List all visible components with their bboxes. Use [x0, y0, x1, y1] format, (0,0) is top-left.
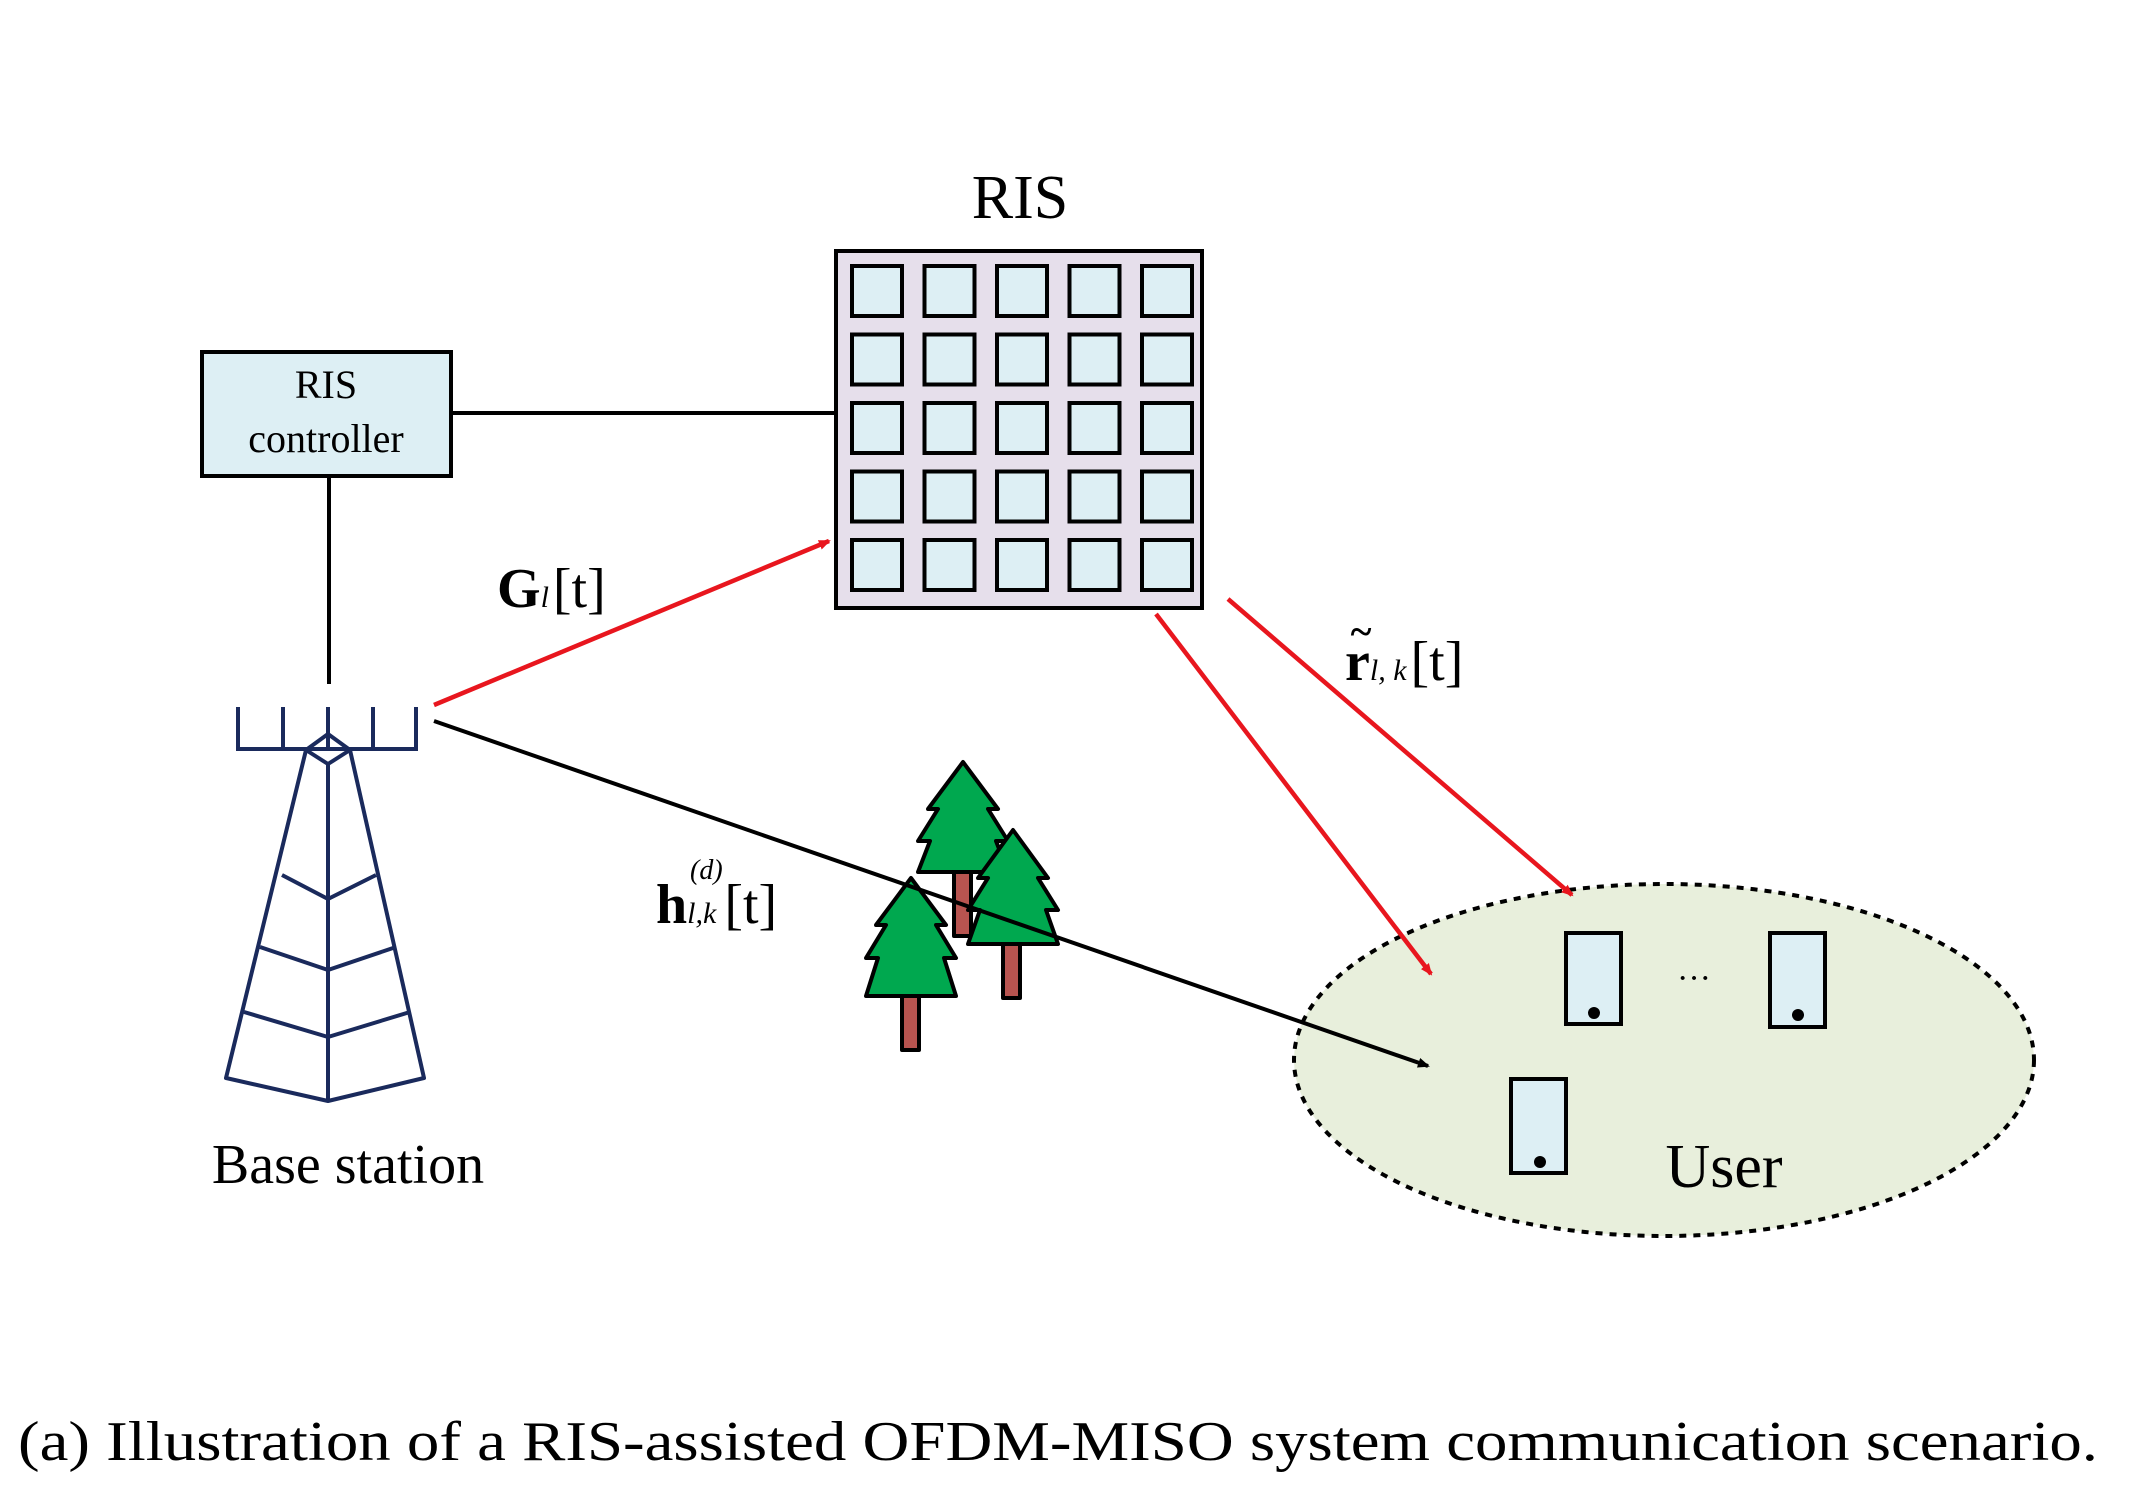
- base-station-label: Base station: [212, 1134, 484, 1196]
- ris-element: [995, 332, 1049, 387]
- ris-element: [995, 401, 1049, 455]
- ris-element: [1067, 332, 1122, 387]
- ris-to-user-link-2: [1226, 597, 1574, 897]
- ris-element: [1140, 332, 1194, 387]
- ris-element: [1140, 538, 1194, 592]
- user-device-icon: [1768, 931, 1827, 1029]
- ris-element: [850, 469, 904, 524]
- direct-bs-to-user-link: [433, 719, 1430, 1068]
- figure-caption: (a) Illustration of a RIS-assisted OFDM-…: [18, 1411, 2098, 1473]
- ris-controller-box: RIS controller: [200, 350, 453, 478]
- ris-controller-label-line2: controller: [248, 416, 404, 461]
- channel-label-direct-sup: (d): [690, 855, 723, 886]
- user-device-icon: [1509, 1077, 1568, 1175]
- ris-element: [850, 264, 904, 318]
- base-station-tower-icon: [224, 707, 426, 1103]
- ris-element: [922, 469, 977, 524]
- ris-element: [922, 401, 977, 455]
- tree-icon: [864, 876, 958, 1052]
- channel-label-bs-ris: Gl[t]: [497, 558, 606, 620]
- ris-panel: [834, 249, 1204, 610]
- user-device-icon: [1564, 931, 1623, 1026]
- ris-title: RIS: [972, 164, 1068, 232]
- bs-to-ris-link: [433, 538, 831, 708]
- ris-element: [922, 538, 977, 592]
- ris-element-grid: [850, 264, 1194, 592]
- ris-element: [995, 538, 1049, 592]
- ris-element: [1067, 469, 1122, 524]
- ris-element: [1067, 264, 1122, 318]
- ris-element: [1140, 469, 1194, 524]
- ris-element: [850, 401, 904, 455]
- user-area: [1292, 882, 2036, 1238]
- ris-element: [1067, 538, 1122, 592]
- ris-controller-label-line1: RIS: [295, 362, 357, 407]
- ris-element: [995, 469, 1049, 524]
- ris-element: [850, 538, 904, 592]
- channel-label-tilde: ~: [1351, 609, 1372, 654]
- ris-element: [1140, 401, 1194, 455]
- ris-element: [850, 332, 904, 387]
- ris-element: [1140, 264, 1194, 318]
- user-label: User: [1665, 1133, 1782, 1201]
- ris-element: [922, 332, 977, 387]
- users-ellipsis: ···: [1677, 960, 1711, 997]
- ris-element: [995, 264, 1049, 318]
- channel-label-ris-user: rl, k[t]: [1345, 631, 1463, 693]
- channel-label-direct: hl,k[t]: [656, 874, 777, 936]
- ris-element: [1067, 401, 1122, 455]
- ris-to-user-link-1: [1154, 612, 1433, 976]
- ris-element: [922, 264, 977, 318]
